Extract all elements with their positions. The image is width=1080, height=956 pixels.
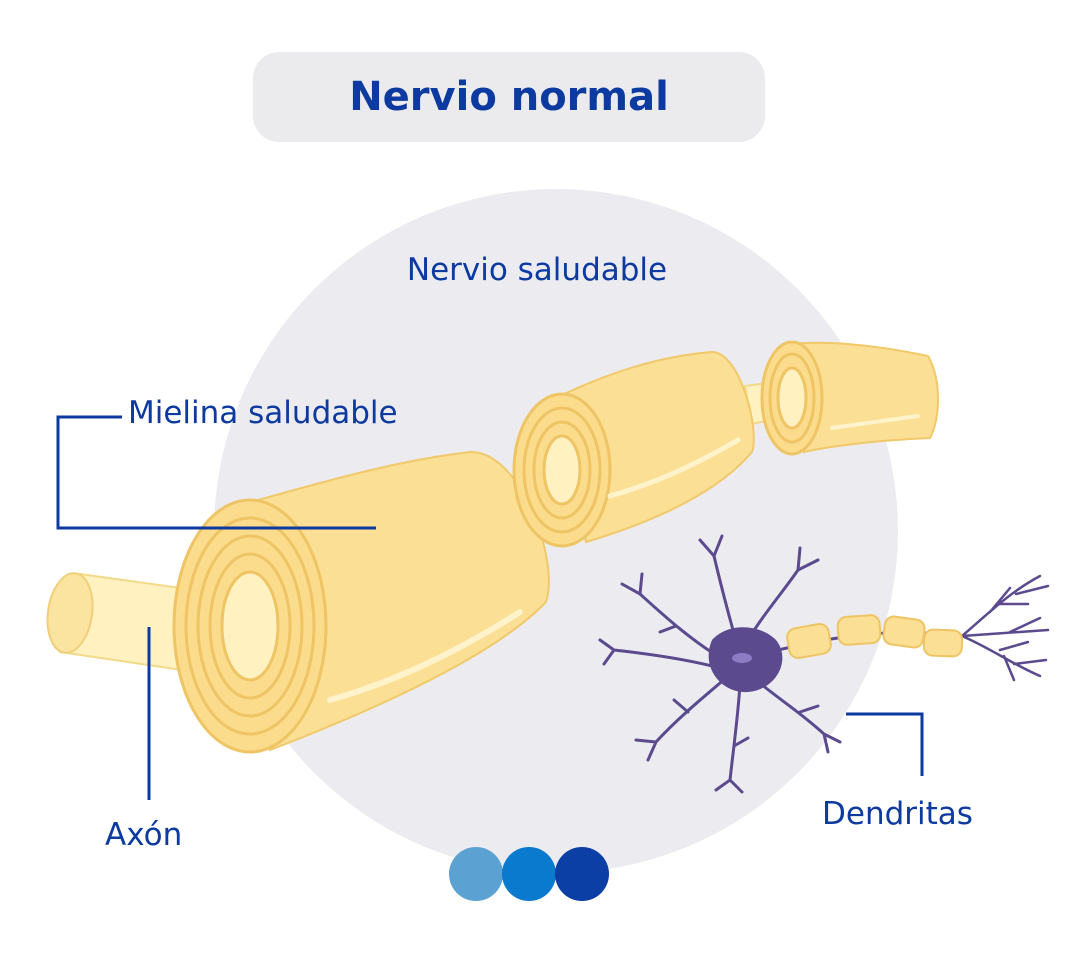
callout-lines <box>56 415 924 800</box>
healthy-myelin-label: Mielina saludable <box>128 395 398 431</box>
decorative-dots <box>449 847 609 901</box>
healthy-nerve-label: Nervio saludable <box>407 252 667 288</box>
myelin-callout-line <box>56 415 376 530</box>
dot-light-blue <box>449 847 503 901</box>
dendrites-callout-line <box>846 712 924 776</box>
myelin-segment-2 <box>512 350 755 548</box>
dendrites-label: Dendritas <box>822 796 973 832</box>
myelin-segment-1 <box>172 450 550 754</box>
myelin-segment-3 <box>760 340 939 456</box>
title-box: Nervio normal <box>253 52 765 142</box>
page-title: Nervio normal <box>349 74 669 120</box>
neuron <box>598 534 1050 794</box>
dot-dark-blue <box>555 847 609 901</box>
dot-medium-blue <box>502 847 556 901</box>
neuron-nucleus <box>732 653 752 663</box>
axon-label: Axón <box>105 817 182 853</box>
neuron-myelin-beads <box>786 614 964 659</box>
